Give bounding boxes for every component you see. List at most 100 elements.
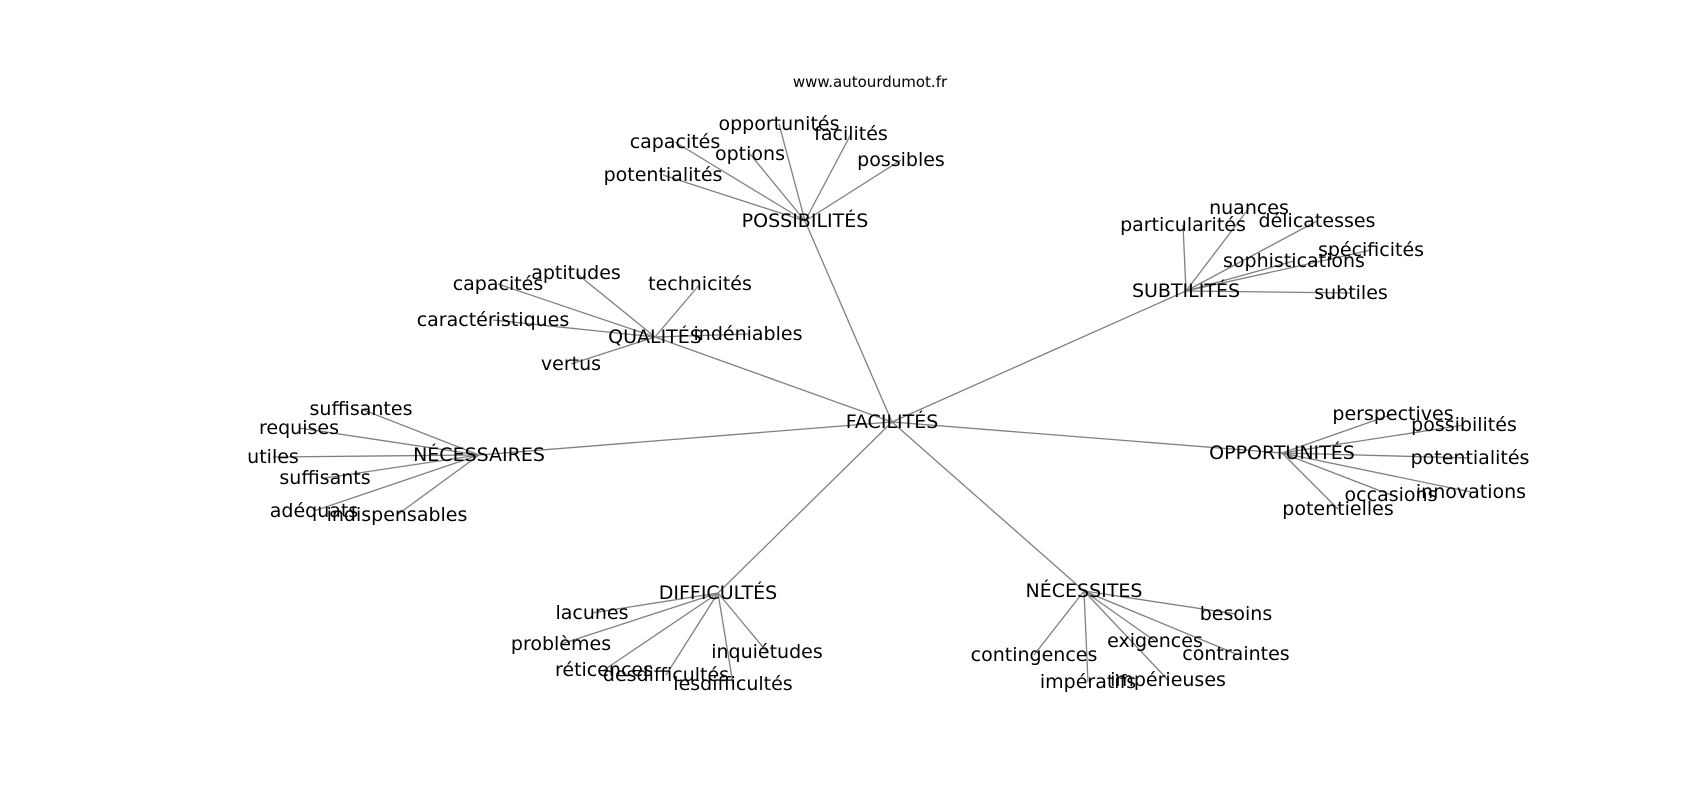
- leaf-node[interactable]: réticences: [555, 659, 653, 681]
- leaf-node[interactable]: indéniables: [694, 323, 803, 345]
- leaf-node[interactable]: délicatesses: [1259, 210, 1376, 232]
- edge-2-4: [654, 333, 749, 338]
- leaf-node[interactable]: utiles: [247, 446, 299, 468]
- edge-0-3: [749, 153, 806, 222]
- edge-1-1: [1182, 224, 1187, 292]
- leaf-node[interactable]: impératifs: [1040, 671, 1136, 693]
- edge-1-5: [1185, 290, 1352, 294]
- edge-6-1: [1033, 590, 1085, 656]
- edge-center-0: [804, 220, 893, 423]
- source-url[interactable]: www.autourdumot.fr: [793, 73, 948, 91]
- edge-4-2: [1281, 452, 1471, 459]
- group-node[interactable]: POSSIBILITÉS: [742, 209, 869, 232]
- leaf-node[interactable]: suffisantes: [310, 398, 413, 420]
- edge-2-2: [654, 283, 701, 338]
- edge-3-4: [313, 454, 480, 512]
- leaf-node[interactable]: desdifficultés: [603, 664, 729, 686]
- leaf-node[interactable]: exigences: [1107, 630, 1203, 652]
- edge-center-4: [891, 421, 1283, 454]
- edge-0-1: [804, 133, 852, 222]
- leaf-node[interactable]: nuances: [1209, 197, 1289, 219]
- edge-0-0: [778, 123, 806, 222]
- edge-center-2: [654, 336, 893, 423]
- leaf-node[interactable]: sophistications: [1223, 250, 1365, 272]
- leaf-node[interactable]: contraintes: [1182, 643, 1289, 665]
- leaf-node[interactable]: possibles: [857, 149, 945, 171]
- edge-6-2: [1083, 590, 1156, 642]
- edge-3-5: [396, 454, 480, 516]
- edge-5-5: [717, 592, 768, 653]
- leaf-node[interactable]: potentialités: [1411, 447, 1530, 469]
- leaf-node[interactable]: capacités: [630, 131, 721, 153]
- leaf-node[interactable]: options: [715, 143, 785, 165]
- leaf-node[interactable]: perspectives: [1332, 403, 1453, 425]
- edge-3-1: [298, 427, 480, 456]
- edge-3-0: [360, 408, 480, 456]
- leaf-node[interactable]: capacités: [453, 273, 544, 295]
- edge-1-3: [1185, 249, 1372, 292]
- leaf-node[interactable]: aptitudes: [531, 262, 621, 284]
- edge-0-5: [662, 174, 806, 222]
- graph-labels: www.autourdumot.fr FACILITÉS POSSIBILITÉS…: [247, 73, 1529, 695]
- edge-3-3: [324, 454, 480, 479]
- group-node[interactable]: OPPORTUNITÉS: [1209, 441, 1355, 464]
- group-node[interactable]: SUBTILITÉS: [1132, 279, 1240, 302]
- leaf-node[interactable]: impérieuses: [1110, 669, 1226, 691]
- leaf-node[interactable]: innovations: [1416, 481, 1526, 503]
- leaf-node[interactable]: lacunes: [555, 602, 628, 624]
- edge-6-0: [1083, 590, 1237, 615]
- group-node[interactable]: NÉCESSITES: [1026, 579, 1143, 602]
- leaf-node[interactable]: requises: [259, 417, 339, 439]
- edge-4-5: [1281, 452, 1339, 510]
- leaf-node[interactable]: spécificités: [1318, 239, 1424, 261]
- edge-4-3: [1281, 452, 1472, 493]
- edge-center-5: [717, 421, 893, 594]
- edge-1-2: [1185, 220, 1318, 292]
- edge-center-6: [891, 421, 1085, 592]
- edge-5-2: [603, 592, 719, 671]
- group-node[interactable]: DIFFICULTÉS: [659, 581, 778, 604]
- edge-4-4: [1281, 452, 1392, 496]
- edge-1-0: [1185, 207, 1250, 292]
- edge-center-3: [478, 421, 893, 456]
- leaf-node[interactable]: besoins: [1200, 603, 1273, 625]
- leaf-node[interactable]: indispensables: [327, 504, 468, 526]
- edge-6-3: [1083, 590, 1237, 655]
- leaf-node[interactable]: vertus: [541, 353, 601, 375]
- edge-6-4: [1083, 590, 1089, 683]
- leaf-node[interactable]: facilités: [814, 123, 888, 145]
- edge-6-5: [1083, 590, 1169, 681]
- edge-0-4: [804, 159, 902, 222]
- leaf-node[interactable]: contingences: [971, 644, 1098, 666]
- edge-5-3: [665, 592, 719, 676]
- leaf-node[interactable]: potentielles: [1282, 498, 1393, 520]
- leaf-node[interactable]: opportunités: [718, 113, 839, 135]
- edge-5-0: [591, 592, 719, 614]
- leaf-node[interactable]: particularités: [1120, 214, 1246, 236]
- edge-2-0: [575, 272, 656, 338]
- leaf-node[interactable]: inquiétudes: [711, 641, 823, 663]
- leaf-node[interactable]: adéquats: [270, 500, 359, 522]
- edge-1-4: [1185, 260, 1295, 292]
- edge-4-1: [1281, 424, 1465, 454]
- center-node[interactable]: FACILITÉS: [846, 410, 939, 433]
- leaf-node[interactable]: caractéristiques: [417, 309, 570, 331]
- edge-3-2: [272, 454, 480, 458]
- leaf-node[interactable]: occasions: [1345, 484, 1438, 506]
- edge-2-1: [497, 283, 656, 338]
- leaf-node[interactable]: suffisants: [279, 467, 370, 489]
- leaf-node[interactable]: technicités: [648, 273, 752, 295]
- leaf-node[interactable]: potentialités: [604, 164, 723, 186]
- graph-edges: [272, 123, 1472, 685]
- group-node[interactable]: QUALITÉS: [608, 325, 702, 348]
- edge-2-3: [492, 319, 656, 338]
- leaf-node[interactable]: problèmes: [511, 633, 611, 655]
- leaf-node[interactable]: possibilités: [1411, 414, 1517, 436]
- edge-5-1: [560, 592, 719, 645]
- edge-5-4: [717, 592, 734, 685]
- leaf-node[interactable]: subtiles: [1314, 282, 1388, 304]
- leaf-node[interactable]: lesdifficultés: [673, 673, 792, 695]
- edge-0-2: [674, 141, 806, 222]
- group-node[interactable]: NÉCESSAIRES: [413, 443, 545, 466]
